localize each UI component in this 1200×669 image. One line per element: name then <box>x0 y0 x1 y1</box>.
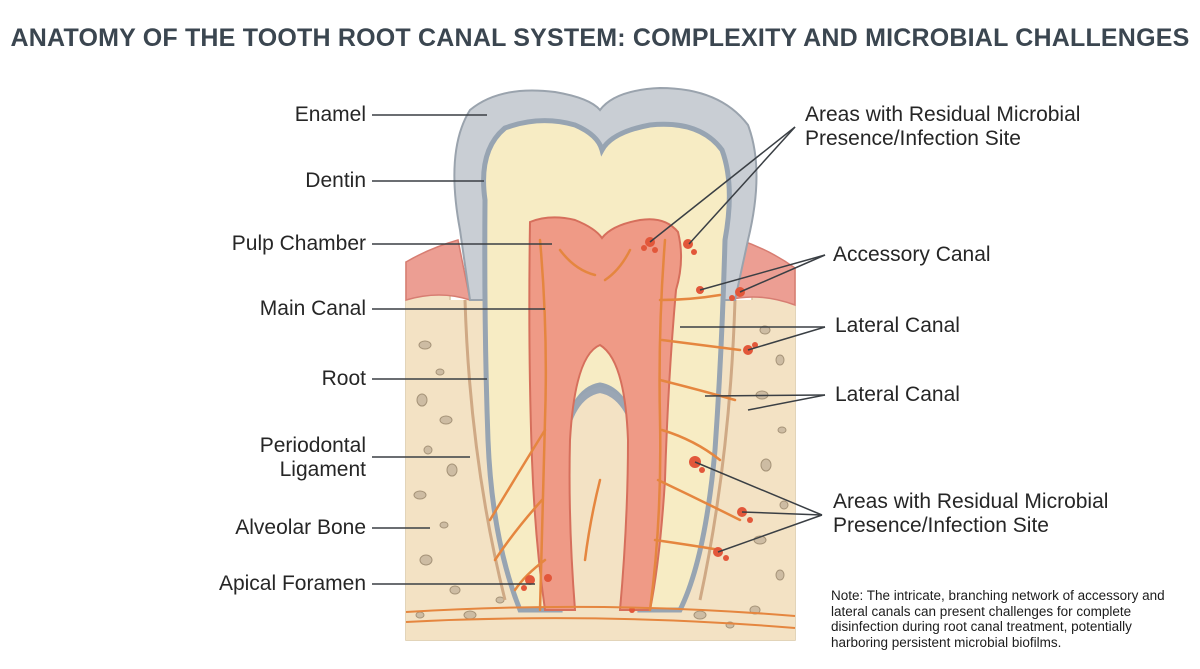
label-microbial-bottom-line2: Presence/Infection Site <box>833 514 1049 537</box>
canal-network <box>488 238 742 612</box>
label-microbial-top-line1: Areas with Residual Microbial <box>805 103 1081 126</box>
left-leader-lines <box>372 114 552 585</box>
label-pulp-chamber: Pulp Chamber <box>231 232 366 255</box>
label-main-canal: Main Canal <box>259 297 366 320</box>
label-apical-foramen: Apical Foramen <box>218 572 366 595</box>
label-root: Root <box>321 367 366 390</box>
label-lateral-canal-1: Lateral Canal <box>835 314 960 337</box>
label-periodontal: Periodontal <box>259 434 366 457</box>
label-accessory-canal: Accessory Canal <box>833 243 991 266</box>
label-alveolar-bone: Alveolar Bone <box>235 516 366 539</box>
diagram-title: ANATOMY OF THE TOOTH ROOT CANAL SYSTEM: … <box>10 24 1190 52</box>
periodontal-ligament-graphic <box>463 299 737 601</box>
label-microbial-top-line2: Presence/Infection Site <box>805 127 1021 150</box>
label-microbial-bottom-line1: Areas with Residual Microbial <box>833 490 1109 513</box>
label-ligament: Ligament <box>279 458 366 481</box>
label-lateral-canal-2: Lateral Canal <box>835 383 960 406</box>
label-enamel: Enamel <box>294 103 366 126</box>
right-leader-lines <box>649 126 826 553</box>
label-dentin: Dentin <box>305 169 366 192</box>
note-text: Note: The intricate, branching network o… <box>831 588 1165 650</box>
apical-vessels <box>405 605 796 629</box>
